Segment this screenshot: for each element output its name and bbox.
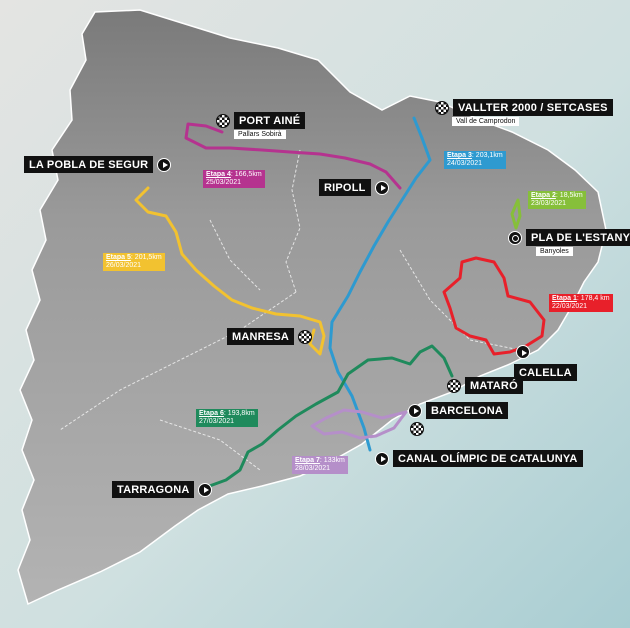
city-calella-label[interactable]: CALELLA (514, 364, 577, 381)
stage-name: Etapa 5 (106, 254, 131, 261)
stage-date: 26/03/2021 (106, 262, 142, 269)
city-sub-port-aine: Pallars Sobirà (234, 130, 286, 139)
city-estany[interactable]: PLA DE L'ESTANY (508, 229, 630, 246)
stage-date: 22/03/2021 (552, 303, 588, 310)
start-icon (157, 157, 172, 172)
stage-label-4[interactable]: Etapa 4: 166,5km 25/03/2021 (203, 170, 265, 188)
stage-routes (134, 116, 546, 490)
city-label: VALLTER 2000 / SETCASES (453, 99, 613, 116)
finish-icon-barcelona (410, 422, 424, 436)
stage-distance: : 133km (319, 457, 345, 464)
stage-name: Etapa 1 (552, 295, 577, 302)
route-stage-2 (510, 198, 522, 230)
city-label: BARCELONA (426, 402, 509, 419)
city-mataro[interactable]: MATARÓ (447, 377, 523, 394)
start-icon (198, 482, 213, 497)
stage-name: Etapa 3 (447, 152, 472, 159)
stage-name: Etapa 4 (206, 171, 231, 178)
city-label: CALELLA (514, 364, 577, 381)
stage-distance: : 201,5km (130, 254, 162, 261)
stage-distance: : 203,1km (471, 152, 503, 159)
city-label: LA POBLA DE SEGUR (24, 156, 154, 173)
stage-date: 28/03/2021 (295, 465, 331, 472)
stage-label-7[interactable]: Etapa 7: 133km 28/03/2021 (292, 456, 348, 474)
stage-distance: : 193,8km (223, 410, 255, 417)
city-valter[interactable]: VALLTER 2000 / SETCASES (435, 99, 613, 116)
finish-icon (216, 113, 230, 128)
route-stage-6 (202, 344, 454, 490)
city-ripoll[interactable]: RIPOLL (319, 179, 389, 196)
city-port-aine[interactable]: PORT AINÉ (216, 112, 306, 129)
city-label: PORT AINÉ (234, 112, 306, 129)
city-manresa[interactable]: MANRESA (227, 328, 313, 345)
city-pobla[interactable]: LA POBLA DE SEGUR (24, 156, 172, 173)
stage-date: 27/03/2021 (199, 418, 235, 425)
finish-icon (435, 100, 449, 115)
city-tarragona[interactable]: TARRAGONA (112, 481, 213, 498)
city-label: RIPOLL (319, 179, 371, 196)
stage-label-5[interactable]: Etapa 5: 201,5km 26/03/2021 (103, 253, 165, 271)
city-label: PLA DE L'ESTANY (526, 229, 630, 246)
stage-name: Etapa 6 (199, 410, 224, 417)
city-sub-valter: Vall de Camprodon (452, 117, 520, 126)
route-stage-1 (442, 256, 546, 356)
stage-label-3[interactable]: Etapa 3: 203,1km 24/03/2021 (444, 151, 506, 169)
city-label: TARRAGONA (112, 481, 195, 498)
stage-label-1[interactable]: Etapa 1: 178,4 km 22/03/2021 (549, 294, 613, 312)
stage-distance: : 18,5km (555, 192, 583, 199)
city-canal[interactable]: CANAL OLÍMPIC DE CATALUNYA (375, 450, 583, 467)
city-label: MATARÓ (465, 377, 523, 394)
stage-name: Etapa 7 (295, 457, 320, 464)
city-label: CANAL OLÍMPIC DE CATALUNYA (393, 450, 583, 467)
route-stage-7 (310, 408, 408, 440)
route-stage-3 (328, 116, 432, 452)
stage-name: Etapa 2 (531, 192, 556, 199)
stage-distance: : 166,5km (230, 171, 262, 178)
loop-icon (508, 230, 522, 245)
route-stage-5 (134, 186, 326, 356)
province-borders (59, 149, 521, 471)
city-barcelona[interactable]: BARCELONA (408, 402, 509, 419)
stage-label-2[interactable]: Etapa 2: 18,5km 23/03/2021 (528, 191, 586, 209)
city-calella[interactable] (516, 345, 530, 359)
stage-distance: : 178,4 km (576, 295, 610, 302)
start-icon (408, 403, 422, 418)
start-icon (375, 451, 389, 466)
stage-date: 23/03/2021 (531, 200, 567, 207)
start-icon (516, 345, 530, 359)
stage-label-6[interactable]: Etapa 6: 193,8km 27/03/2021 (196, 409, 258, 427)
finish-icon (447, 378, 461, 393)
stage-date: 24/03/2021 (447, 160, 483, 167)
finish-icon (298, 329, 313, 344)
city-label: MANRESA (227, 328, 295, 345)
route-stage-4 (184, 122, 402, 190)
start-icon (374, 180, 389, 195)
city-sub-estany: Banyoles (536, 247, 573, 256)
stage-date: 25/03/2021 (206, 179, 242, 186)
